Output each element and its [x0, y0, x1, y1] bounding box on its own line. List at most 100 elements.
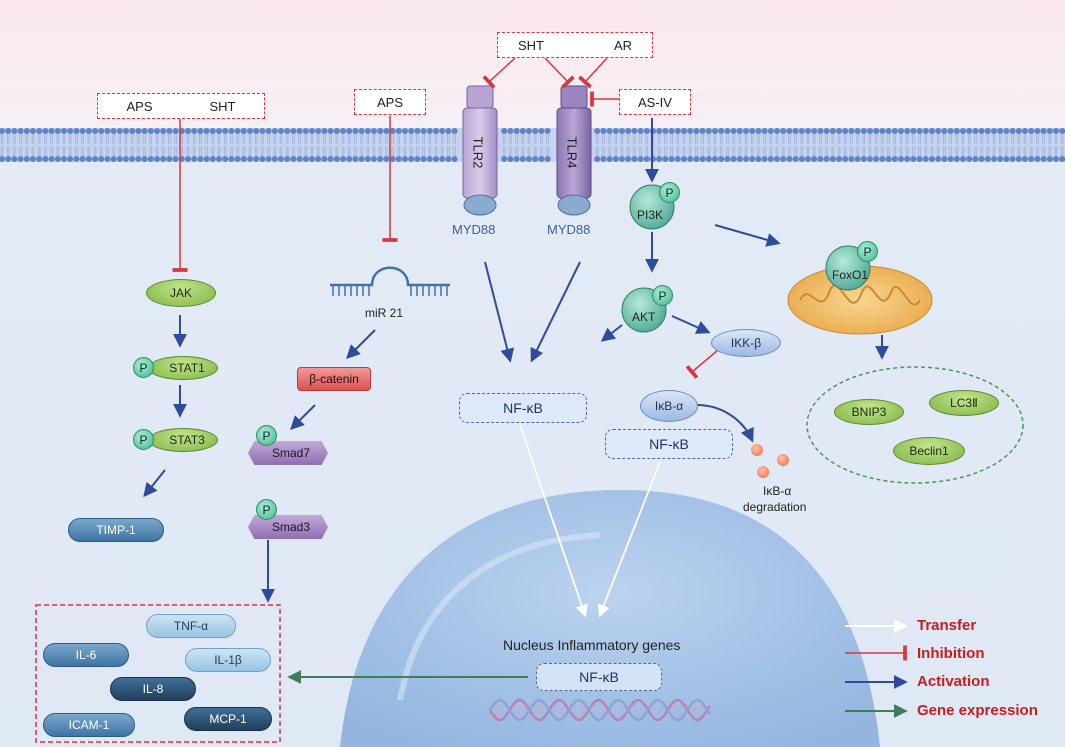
sht-label: SHT: [518, 37, 544, 53]
as-iv-box: AS-IV: [619, 89, 691, 115]
membrane-lipid-head: [674, 128, 681, 134]
membrane-lipid-head: [817, 128, 824, 134]
membrane-lipid-head: [147, 156, 154, 162]
membrane-lipid-head: [594, 156, 601, 162]
membrane-lipid-head: [687, 156, 694, 162]
membrane-lipid-head: [321, 128, 328, 134]
membrane-lipid-head: [141, 128, 148, 134]
membrane-lipid-head: [1040, 128, 1047, 134]
membrane-lipid-head: [699, 128, 706, 134]
nucleus: [340, 490, 880, 747]
membrane-lipid-head: [1053, 156, 1059, 162]
membrane-lipid-head: [600, 156, 607, 162]
membrane-lipid-head: [693, 128, 700, 134]
membrane-lipid-head: [79, 128, 86, 134]
membrane-lipid-head: [408, 156, 415, 162]
nfkb-cytoplasm: NF-κB: [459, 393, 587, 423]
membrane-lipid-head: [662, 156, 669, 162]
inhibition-line: [685, 349, 719, 379]
membrane-lipid-head: [172, 156, 179, 162]
membrane-lipid-head: [54, 156, 61, 162]
membrane-lipid-head: [792, 156, 799, 162]
membrane-lipid-head: [203, 156, 210, 162]
membrane-lipid-head: [383, 128, 390, 134]
autophagy-region: [806, 366, 1024, 484]
membrane-lipid-head: [606, 128, 613, 134]
activation-arrow: [346, 329, 376, 359]
membrane-lipid-head: [110, 128, 117, 134]
membrane-lipid-head: [451, 156, 458, 162]
membrane-lipid-head: [743, 128, 749, 134]
membrane-lipid-head: [364, 128, 371, 134]
tnf-alpha-node: TNF-α: [146, 614, 236, 638]
icam1-node: ICAM-1: [43, 713, 135, 737]
membrane-lipid-head: [693, 156, 700, 162]
membrane-lipid-head: [296, 156, 303, 162]
inhibition-line: [578, 57, 608, 89]
membrane-lipid-head: [92, 128, 98, 134]
membrane-lipid-head: [154, 156, 160, 162]
inhibition-line: [482, 57, 516, 89]
membrane-lipid-head: [526, 156, 532, 162]
membrane-lipid-head: [333, 156, 340, 162]
membrane-lipid-head: [619, 128, 625, 134]
membrane-lipid-head: [984, 128, 991, 134]
membrane-lipid-head: [296, 128, 303, 134]
membrane-lipid-head: [668, 156, 675, 162]
membrane-lipid-head: [30, 156, 36, 162]
membrane-lipid-head: [1028, 156, 1035, 162]
membrane-lipid-head: [451, 128, 458, 134]
membrane-lipid-head: [23, 156, 30, 162]
phospho-stat1-icon: P: [133, 357, 154, 378]
membrane-lipid-head: [309, 156, 315, 162]
membrane-lipid-head: [712, 128, 718, 134]
membrane-lipid-head: [265, 156, 272, 162]
membrane-lipid-head: [705, 156, 712, 162]
membrane-lipid-head: [873, 156, 880, 162]
ikb-alpha-node: IκB-α: [640, 390, 698, 422]
membrane-lipid-head: [736, 156, 743, 162]
membrane-lipid-head: [774, 156, 780, 162]
membrane-lipid-head: [705, 128, 712, 134]
membrane-lipid-head: [377, 156, 384, 162]
membrane-lipid-head: [842, 128, 849, 134]
membrane-lipid-head: [854, 156, 861, 162]
membrane-lipid-head: [271, 128, 278, 134]
membrane-lipid-head: [228, 128, 235, 134]
membrane-lipid-head: [755, 156, 762, 162]
membrane-lipid-head: [941, 128, 948, 134]
membrane-lipid-head: [786, 156, 793, 162]
membrane-lipid-head: [166, 128, 173, 134]
membrane-lipid-head: [340, 128, 346, 134]
inflammatory-genes-box: [35, 604, 281, 743]
membrane-lipid-head: [1015, 156, 1022, 162]
membrane-lipid-head: [612, 156, 619, 162]
il1b-node: IL-1β: [185, 648, 271, 672]
membrane-lipid-head: [141, 156, 148, 162]
membrane-lipid-head: [439, 156, 446, 162]
membrane-lipid-head: [1022, 128, 1028, 134]
membrane-lipid-head: [284, 156, 291, 162]
membrane-lipid-head: [922, 156, 929, 162]
cell-membrane: [0, 128, 1065, 162]
membrane-lipid-head: [600, 128, 607, 134]
membrane-lipid-head: [414, 128, 421, 134]
mcp1-node: MCP-1: [184, 707, 272, 731]
membrane-lipid-head: [11, 128, 18, 134]
membrane-lipid-head: [730, 128, 737, 134]
membrane-lipid-head: [73, 128, 80, 134]
membrane-lipid-head: [1028, 128, 1035, 134]
membrane-lipid-head: [209, 156, 216, 162]
membrane-lipid-head: [327, 128, 334, 134]
membrane-lipid-head: [842, 156, 849, 162]
membrane-lipid-head: [116, 156, 123, 162]
stat3-node: STAT3: [148, 428, 218, 452]
membrane-lipid-head: [904, 156, 911, 162]
membrane-lipid-head: [333, 128, 340, 134]
membrane-lipid-head: [960, 156, 966, 162]
membrane-lipid-head: [290, 156, 297, 162]
membrane-lipid-head: [172, 128, 179, 134]
il6-node: IL-6: [43, 643, 129, 667]
membrane-lipid-head: [674, 156, 681, 162]
membrane-lipid-head: [867, 128, 873, 134]
